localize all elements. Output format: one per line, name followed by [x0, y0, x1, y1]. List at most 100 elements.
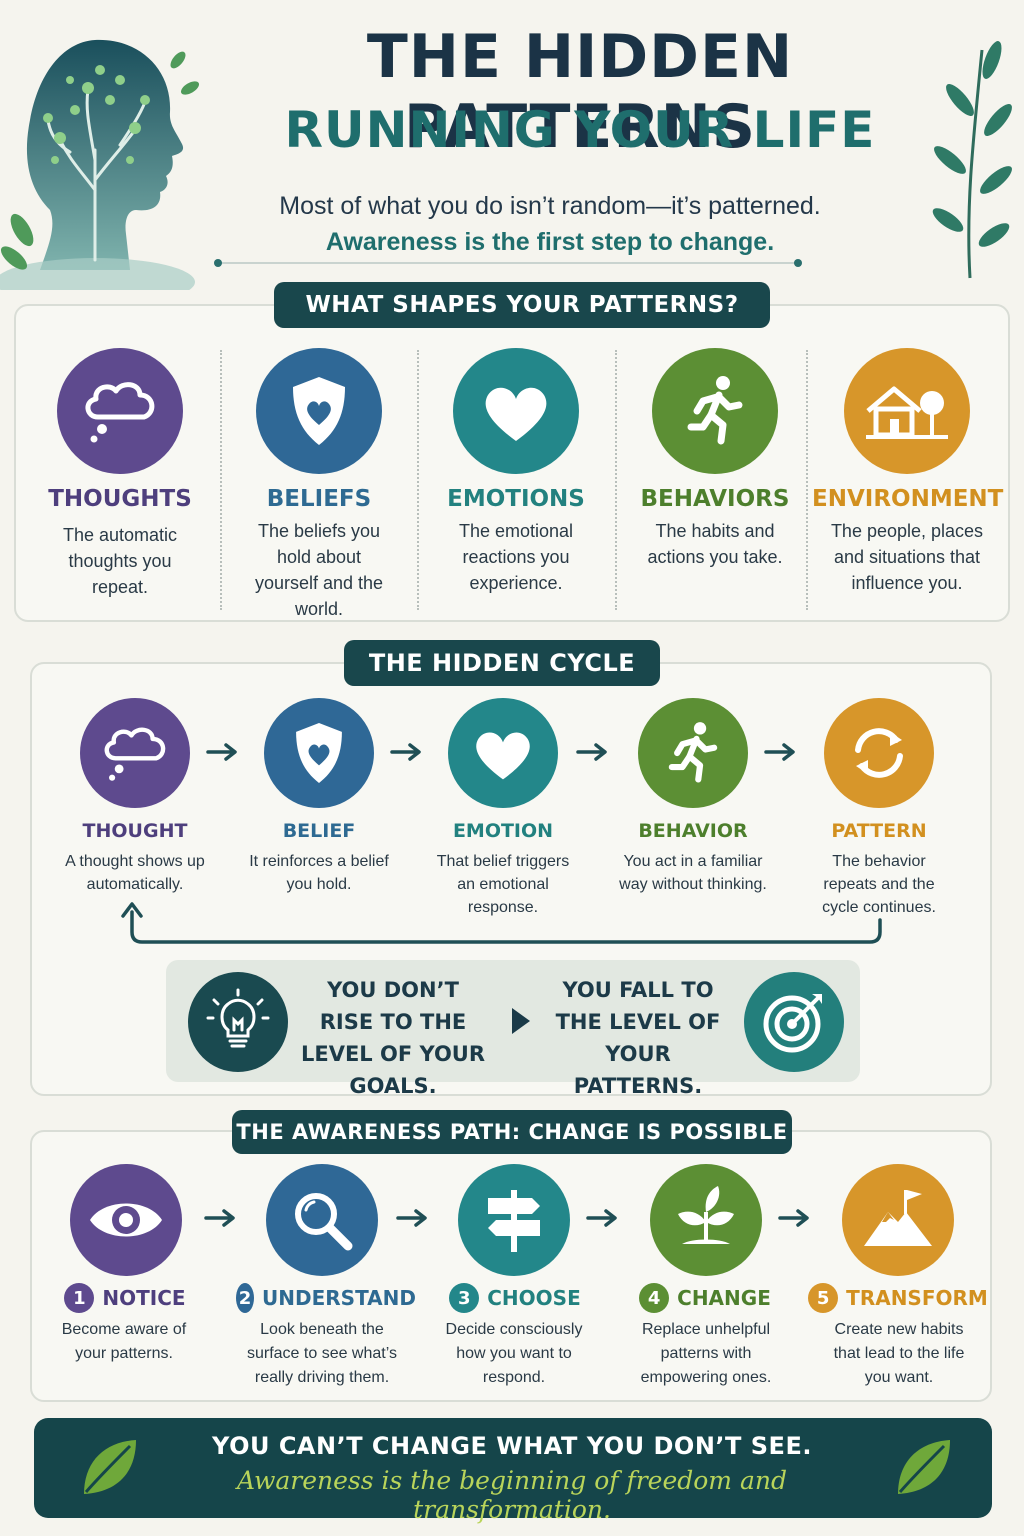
lightbulb-circle	[188, 972, 288, 1072]
step-change: 4 CHANGE	[620, 1283, 790, 1313]
environment-desc: The people, places and situations that i…	[830, 521, 984, 593]
column-separator	[615, 350, 617, 610]
arrow-right-icon	[396, 1209, 427, 1227]
cycle-heading: THE HIDDEN CYCLE	[344, 640, 660, 686]
footer-line2: Awareness is the beginning of freedom an…	[237, 1466, 787, 1524]
heart-icon	[476, 732, 530, 780]
step-number-badge: 4	[639, 1283, 670, 1313]
understand-desc: Look beneath the surface to see what’s r…	[246, 1321, 397, 1386]
cycle-behavior-label: BEHAVIOR	[638, 820, 748, 842]
transform-circle	[842, 1164, 954, 1276]
step-understand: 2 UNDERSTAND	[236, 1283, 416, 1313]
cycle-emotion-desc: That belief triggers an emotional respon…	[436, 853, 570, 916]
notice-circle	[70, 1164, 182, 1276]
footer-line1: YOU CAN’T CHANGE WHAT YOU DON’T SEE.	[212, 1432, 812, 1460]
shield-heart-icon	[296, 723, 342, 783]
cycle-pattern-desc: The behavior repeats and the cycle conti…	[822, 853, 936, 916]
cycle-belief-circle	[264, 698, 374, 808]
path-heading: THE AWARENESS PATH: CHANGE IS POSSIBLE	[232, 1110, 792, 1154]
step-number-badge: 5	[808, 1283, 839, 1313]
arrow-right-icon	[586, 1209, 617, 1227]
thought-bubble-icon	[85, 382, 155, 443]
subtitle-divider	[214, 259, 802, 267]
beliefs-circle	[256, 348, 382, 474]
beliefs-desc: The beliefs you hold about yourself and …	[254, 521, 384, 619]
thoughts-label: THOUGHTS	[48, 486, 192, 512]
cycle-arrows-icon	[855, 728, 903, 778]
play-arrow-icon	[512, 1008, 530, 1034]
column-separator	[806, 350, 808, 610]
transform-desc: Create new habits that lead to the life …	[833, 1321, 965, 1386]
step-notice: 1 NOTICE	[40, 1283, 210, 1313]
target-arrow-icon	[763, 994, 822, 1053]
cycle-behavior-desc: You act in a familiar way without thinki…	[619, 853, 767, 893]
sprout-icon	[678, 1186, 734, 1244]
arrow-right-icon	[206, 743, 237, 761]
column-separator	[417, 350, 419, 610]
leaf-icon	[898, 1440, 950, 1494]
cycle-belief-label: BELIEF	[282, 820, 356, 842]
arrow-right-icon	[778, 1209, 809, 1227]
subtitle-line2: Awareness is the first step to change.	[325, 228, 775, 256]
emotions-label: EMOTIONS	[447, 486, 585, 512]
change-desc: Replace unhelpful patterns with empoweri…	[640, 1321, 772, 1386]
lightbulb-icon	[206, 988, 270, 1048]
footer-banner	[34, 1418, 992, 1518]
cycle-thought-label: THOUGHT	[82, 820, 188, 842]
step-choose: 3 CHOOSE	[430, 1283, 600, 1313]
arrow-right-icon	[764, 743, 795, 761]
shapes-heading: WHAT SHAPES YOUR PATTERNS?	[274, 282, 770, 328]
step-label: NOTICE	[102, 1286, 186, 1310]
arrow-right-icon	[576, 743, 607, 761]
signpost-icon	[488, 1190, 540, 1252]
behaviors-label: BEHAVIORS	[640, 486, 790, 512]
cycle-belief-desc: It reinforces a belief you hold.	[249, 853, 389, 893]
environment-circle	[844, 348, 970, 474]
thought-bubble-icon	[104, 727, 166, 781]
quote-left-text: YOU DON’T RISE TO THE LEVEL OF YOUR GOAL…	[300, 978, 486, 1098]
thoughts-circle	[57, 348, 183, 474]
mountain-flag-icon	[864, 1190, 932, 1246]
plant-branch-illustration	[920, 30, 1020, 280]
cycle-emotion-label: EMOTION	[452, 820, 554, 842]
arrow-right-icon	[204, 1209, 235, 1227]
cycle-thought-desc: A thought shows up automatically.	[65, 853, 205, 893]
step-label: UNDERSTAND	[262, 1286, 416, 1310]
arrow-right-icon	[390, 743, 421, 761]
cycle-return-arrow	[121, 902, 882, 944]
step-label: TRANSFORM	[846, 1286, 988, 1310]
behaviors-desc: The habits and actions you take.	[647, 521, 783, 567]
page-title-line1: THE HIDDEN PATTERNS	[366, 22, 794, 162]
emotions-circle	[453, 348, 579, 474]
cycle-pattern-circle	[824, 698, 934, 808]
behaviors-circle	[652, 348, 778, 474]
quote-right-text: YOU FALL TO THE LEVEL OF YOUR PATTERNS.	[555, 978, 721, 1098]
choose-circle	[458, 1164, 570, 1276]
step-number-badge: 1	[64, 1283, 95, 1313]
cycle-behavior-circle	[638, 698, 748, 808]
eye-icon	[90, 1203, 162, 1237]
step-transform: 5 TRANSFORM	[808, 1283, 988, 1313]
cycle-pattern-label: PATTERN	[831, 820, 927, 842]
step-number-badge: 2	[236, 1283, 255, 1313]
emotions-desc: The emotional reactions you experience.	[458, 521, 574, 593]
cycle-thought-circle	[80, 698, 190, 808]
choose-desc: Decide consciously how you want to respo…	[445, 1321, 583, 1386]
notice-desc: Become aware of your patterns.	[61, 1321, 187, 1362]
beliefs-label: BELIEFS	[266, 486, 372, 512]
page-title-line2: RUNNING YOUR LIFE	[284, 101, 876, 159]
column-separator	[220, 350, 222, 610]
leaf-icon	[84, 1440, 136, 1494]
cycle-emotion-circle	[448, 698, 558, 808]
understand-circle	[266, 1164, 378, 1276]
subtitle-line1: Most of what you do isn’t random—it’s pa…	[279, 192, 821, 220]
head-tree-illustration	[0, 20, 200, 306]
target-circle	[744, 972, 844, 1072]
step-number-badge: 3	[449, 1283, 480, 1313]
heart-icon	[485, 387, 547, 441]
environment-label: ENVIRONMENT	[812, 486, 1004, 512]
step-label: CHANGE	[677, 1286, 771, 1310]
step-label: CHOOSE	[487, 1286, 581, 1310]
change-circle	[650, 1164, 762, 1276]
running-person-icon	[687, 376, 743, 445]
